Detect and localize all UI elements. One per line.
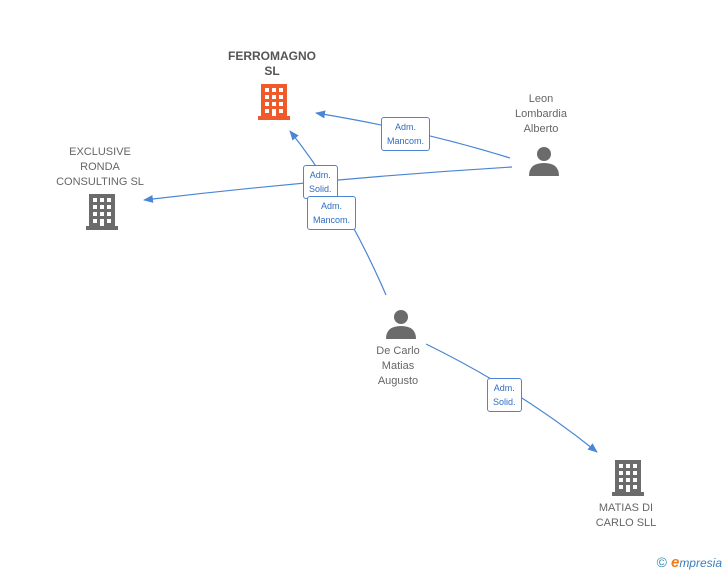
node-label-leon[interactable]: Leon Lombardia Alberto xyxy=(515,92,567,137)
edge-label-line: Solid. xyxy=(493,397,516,407)
footer-brand[interactable]: ©empresia xyxy=(657,554,722,571)
node-label-line: MATIAS DI xyxy=(598,502,654,514)
edge-label-line: Adm. xyxy=(321,201,343,211)
copyright-symbol: © xyxy=(656,554,667,570)
brand-name: mpresia xyxy=(679,556,722,570)
node-label-line: FERROMAGNO xyxy=(228,49,316,63)
edge-label-decarlo-matias[interactable]: Adm. Solid. xyxy=(487,378,522,412)
node-label-ferromagno[interactable]: FERROMAGNO SL xyxy=(228,49,316,79)
edge-label-line: Mancom. xyxy=(387,136,425,146)
node-label-line: EXCLUSIVE xyxy=(69,146,131,158)
node-label-decarlo[interactable]: De Carlo Matias Augusto xyxy=(376,344,419,389)
node-label-line: Matias xyxy=(381,360,415,372)
edge-label-leon-exclusive[interactable]: Adm. Solid. xyxy=(303,165,338,199)
person-icon[interactable] xyxy=(386,309,416,339)
person-icon[interactable] xyxy=(529,146,559,176)
edge-label-line: Solid. xyxy=(309,184,332,194)
edge-label-line: Mancom. xyxy=(313,215,351,225)
node-label-line: De Carlo xyxy=(376,345,420,357)
edge-label-line: Adm. xyxy=(493,383,515,393)
node-label-matias[interactable]: MATIAS DI CARLO SLL xyxy=(596,501,657,531)
building-icon[interactable] xyxy=(258,84,290,120)
node-label-line: Augusto xyxy=(377,375,419,387)
edge-label-leon-ferromagno[interactable]: Adm. Mancom. xyxy=(381,117,431,151)
brand-initial: e xyxy=(670,554,680,571)
edge-label-decarlo-ferromagno[interactable]: Adm. Mancom. xyxy=(307,196,357,230)
node-label-line: Leon xyxy=(528,93,554,105)
node-label-line: CARLO SLL xyxy=(595,517,657,529)
node-label-exclusive[interactable]: EXCLUSIVE RONDA CONSULTING SL xyxy=(56,145,144,190)
node-label-line: Alberto xyxy=(523,123,559,135)
building-icon[interactable] xyxy=(612,460,644,496)
node-label-line: CONSULTING SL xyxy=(56,176,144,188)
edge-label-line: Adm. xyxy=(309,170,331,180)
node-label-line: Lombardia xyxy=(515,108,567,120)
node-label-line: RONDA xyxy=(80,161,120,173)
building-icon[interactable] xyxy=(86,194,118,230)
edge-label-line: Adm. xyxy=(395,122,417,132)
node-label-line: SL xyxy=(264,64,280,78)
